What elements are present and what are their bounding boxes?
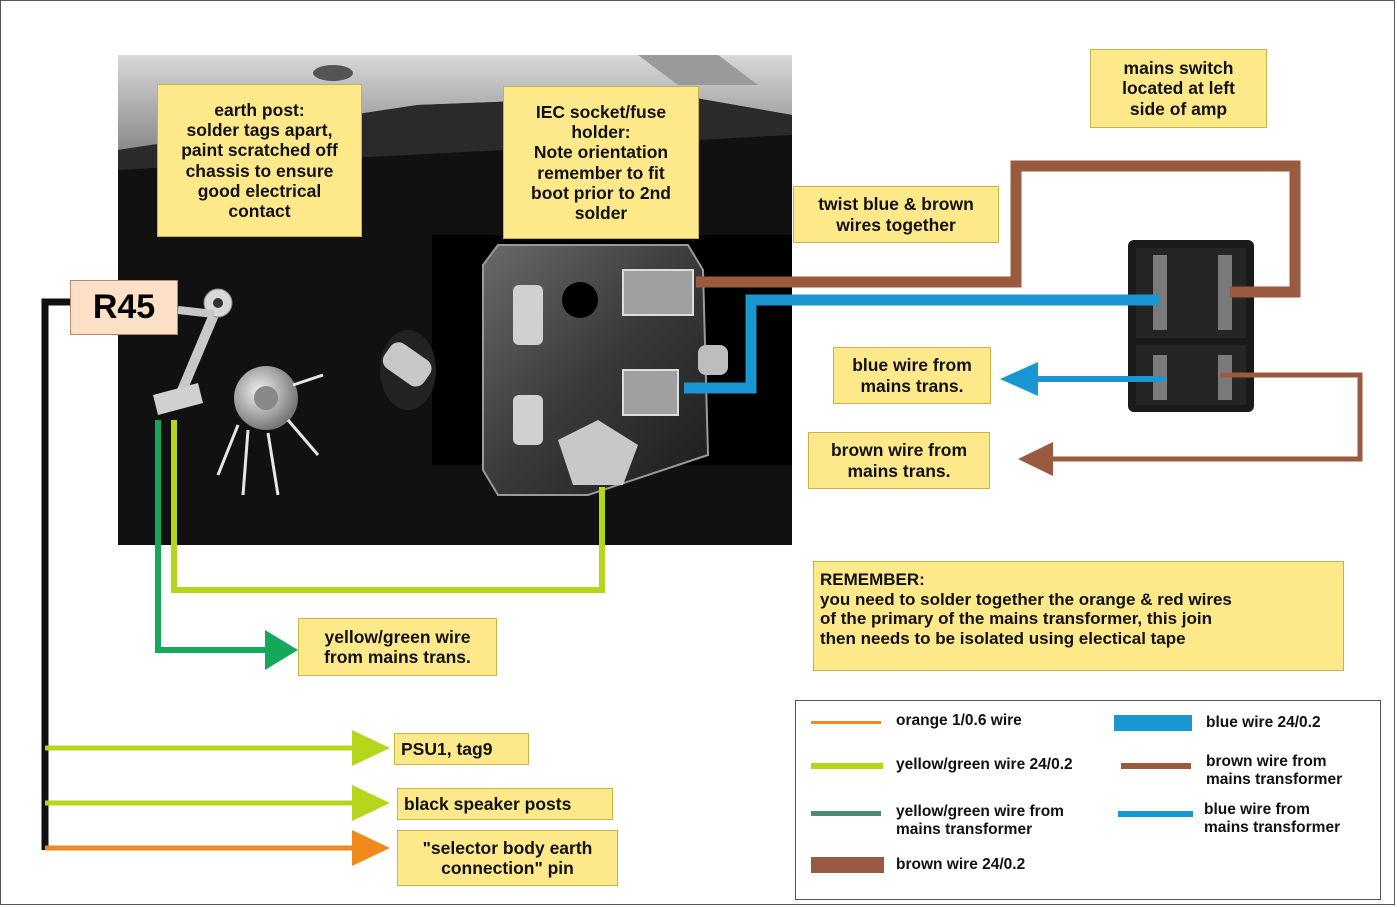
legend-label: yellow/green wire from mains transformer [896, 803, 1064, 838]
legend-label: brown wire 24/0.2 [896, 856, 1026, 873]
legend-label: blue wire 24/0.2 [1206, 714, 1321, 731]
brown-wire-note: brown wire from mains trans. [808, 432, 990, 489]
mains-switch [1128, 240, 1254, 412]
legend-label: orange 1/0.6 wire [896, 712, 1022, 729]
iec-pin [513, 285, 543, 345]
wire-strands [216, 373, 324, 496]
arrow-selector [352, 830, 390, 866]
blue-wire-iec-switch [684, 294, 1160, 394]
arrow-blue [1000, 362, 1038, 396]
solder-tag [153, 383, 203, 415]
switch-terminal [1218, 255, 1232, 330]
solder-tag [173, 303, 223, 402]
blue-wire-note: blue wire from mains trans. [833, 347, 991, 404]
twist-wires-note: twist blue & brown wires together [793, 186, 999, 243]
legend-label: brown wire from mains transformer [1206, 753, 1343, 788]
legend: orange 1/0.6 wire blue wire 24/0.2 yello… [795, 700, 1381, 900]
switch-terminal [1153, 255, 1167, 330]
brown-mains-wire [1050, 372, 1363, 462]
remember-note: REMEMBER: you need to solder together th… [813, 561, 1344, 671]
earth-post-note: earth post: solder tags apart, paint scr… [157, 84, 362, 237]
legend-label: yellow/green wire 24/0.2 [896, 756, 1073, 773]
legend-swatch [1114, 715, 1192, 731]
iec-terminal [622, 269, 694, 316]
fuse-hole [562, 282, 598, 318]
legend-label: blue wire from mains transformer [1204, 801, 1341, 836]
spacer-post [382, 342, 432, 387]
iec-pin [513, 395, 543, 445]
arrow-speaker-posts [352, 785, 390, 821]
chassis-photo [118, 55, 792, 545]
legend-swatch [1118, 811, 1193, 817]
brown-wire-iec-switch [696, 160, 1301, 298]
legend-swatch [811, 857, 884, 873]
mains-switch-note: mains switch located at left side of amp [1090, 49, 1267, 128]
legend-swatch [811, 721, 881, 724]
legend-swatch [811, 763, 883, 769]
r45-label: R45 [70, 280, 178, 335]
psu1-note: PSU1, tag9 [394, 733, 529, 765]
yellow-green-mains-wire [155, 420, 268, 653]
iec-terminal [622, 369, 679, 416]
chassis-top-plate [118, 55, 792, 150]
arrow-brown [1018, 442, 1053, 476]
selector-body-note: "selector body earth connection" pin [397, 830, 618, 886]
iec-earth-terminal [558, 420, 638, 485]
speaker-posts-note: black speaker posts [397, 788, 613, 820]
iec-socket-note: IEC socket/fuse holder: Note orientation… [503, 86, 699, 239]
black-earth-wire [41, 298, 70, 850]
arrow-psu1 [352, 730, 390, 766]
arrow-yellow-green [265, 630, 298, 670]
legend-swatch [811, 811, 881, 816]
earth-wire-iec [171, 420, 605, 593]
legend-swatch [1121, 763, 1191, 769]
yellow-green-note: yellow/green wire from mains trans. [298, 618, 497, 676]
